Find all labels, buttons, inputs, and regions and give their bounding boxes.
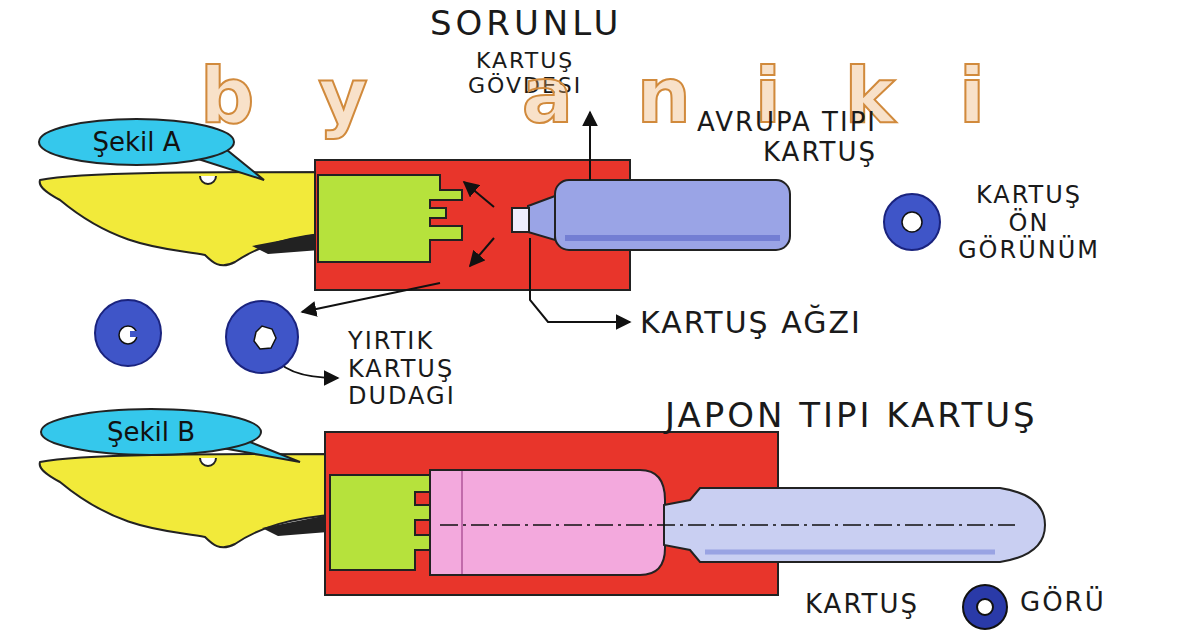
- cartridge-body: [555, 180, 790, 250]
- nib: [40, 172, 340, 265]
- feed: [330, 475, 440, 570]
- cartridge-front-view: [963, 585, 1007, 629]
- view-name: KARTUŞ ÖN GÖRÜNÜM: [958, 182, 1100, 265]
- cartridge-front-hole: [902, 212, 922, 232]
- cartridge-mouth: [512, 208, 529, 232]
- ink-arrow: [470, 238, 494, 266]
- torn-ring-hole: [254, 326, 276, 349]
- figure-label: Şekil B: [107, 417, 195, 447]
- figure-b: [40, 432, 1045, 629]
- feed: [318, 175, 462, 262]
- view-name: KARTUŞ: [805, 590, 919, 620]
- cartridge-shading: [705, 550, 995, 555]
- cartridge-neck: [528, 196, 555, 240]
- leader-line: [302, 283, 440, 312]
- figure-label: Şekil A: [92, 127, 180, 157]
- part-name: KARTUŞ AĞZI: [640, 306, 862, 341]
- feed-underside: [252, 233, 320, 254]
- nib-breather: [200, 458, 216, 466]
- torn-ring: [226, 301, 298, 373]
- torn-ring: [95, 300, 161, 366]
- feed-underside: [262, 515, 328, 536]
- cartridge-front-hole: [977, 599, 993, 615]
- center-line: [440, 524, 1015, 526]
- title-fragment: SORUNLU: [430, 4, 622, 43]
- view-name: GÖRÜ: [1020, 588, 1106, 618]
- part-name: AVRUPA TIPI KARTUŞ: [615, 108, 877, 168]
- cartridge-rings: [95, 194, 940, 373]
- speech-bubble: Şekil B: [40, 408, 262, 456]
- cartridge-front-view: [884, 194, 940, 250]
- nib-breather: [200, 176, 216, 184]
- watermark: by aniki: [200, 52, 1049, 139]
- torn-ring-gap: [130, 331, 139, 337]
- leader-line: [530, 238, 630, 322]
- cartridge-shading: [565, 235, 780, 241]
- converter: [430, 470, 665, 575]
- part-name: YIRTIK KARTUŞ DUDAGI: [348, 328, 456, 411]
- nib: [40, 454, 340, 547]
- figure-heading: JAPON TIPI KARTUŞ: [665, 396, 1038, 435]
- bubble-shape: [41, 409, 261, 455]
- ink-arrow: [464, 182, 494, 207]
- converter-edge: [461, 471, 463, 574]
